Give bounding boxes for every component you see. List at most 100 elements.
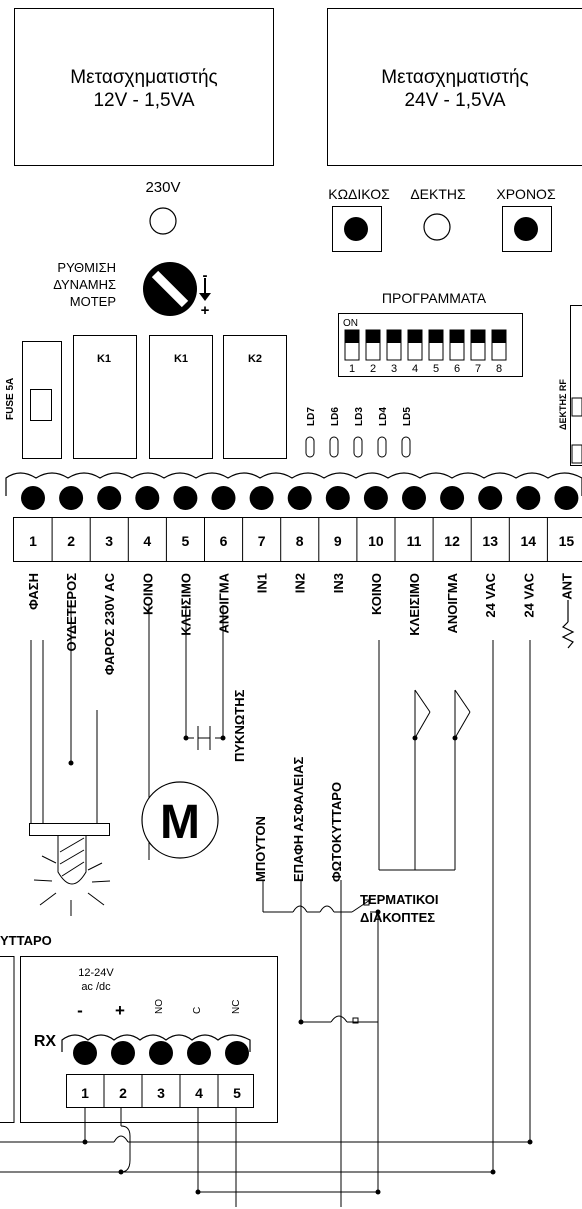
dip-switch-3[interactable]: 3 [386, 329, 402, 375]
terminal-label-13: 24 VAC [483, 572, 498, 617]
rx-terminal-number: 3 [157, 1085, 165, 1101]
terminal-number: 14 [521, 533, 537, 549]
terminal-10[interactable]: 10 [356, 486, 388, 562]
terminal-number: 15 [559, 533, 575, 549]
dip-switch-2[interactable]: 2 [365, 329, 381, 375]
terminal-label-6: ΑΝΟΙΓΜΑ [217, 572, 232, 633]
wiring-rx [0, 1108, 530, 1207]
terminal-15[interactable]: 15 [546, 486, 579, 562]
rx-receiver-block: 12-24V ac /dc - + NO C NC RX [0, 956, 278, 1123]
rf-receiver-module: ΔΕΚΤΗΣ RF [558, 305, 582, 466]
programs-title: ΠΡΟΓΡΑΜΜΑΤΑ [382, 290, 487, 306]
rx-terminal-number: 2 [119, 1085, 127, 1101]
led-label: LD7 [306, 407, 317, 426]
dip-switch-number: 1 [349, 363, 355, 375]
capacitor-label: ΠΥΚΝΩΤΗΣ [232, 689, 247, 762]
rx-terminal-2[interactable]: 2 [103, 1041, 135, 1108]
terminal-label-10: ΚΟΙΝΟ [369, 573, 384, 615]
transformer-24v-title: Μετασχηματιστής [381, 67, 528, 88]
motor-power-line3: ΜΟΤΕΡ [70, 294, 116, 309]
terminal-1[interactable]: 1 [21, 486, 45, 549]
dip-switch-number: 4 [412, 363, 418, 375]
terminal-11[interactable]: 11 [394, 486, 426, 562]
rx-label: RX [34, 1033, 57, 1050]
rx-terminal-3[interactable]: 3 [141, 1041, 173, 1108]
motor-power-minus: - [203, 267, 208, 284]
led-ld7: LD7 [305, 407, 317, 458]
dip-switch-number: 8 [496, 363, 502, 375]
label-time: ΧΡΟΝΟΣ [496, 186, 556, 202]
terminal-label-15: ANT [559, 573, 574, 600]
terminal-number: 2 [67, 533, 75, 549]
terminal-2[interactable]: 2 [51, 486, 84, 562]
safety-contact-label: ΕΠΑΦΗ ΑΣΦΑΛΕΙΑΣ [291, 756, 306, 882]
antenna-icon [561, 600, 575, 649]
terminal-14[interactable]: 14 [508, 486, 541, 562]
receiver-led-icon [423, 213, 451, 241]
dip-switch-number: 2 [370, 363, 376, 375]
wiring-inputs [262, 880, 379, 1207]
terminal-7[interactable]: 7 [242, 486, 274, 562]
rx-terminal-4[interactable]: 4 [179, 1041, 211, 1108]
dip-switch-number: 3 [391, 363, 397, 375]
dip-switch-number: 5 [433, 363, 439, 375]
time-button-icon[interactable] [514, 217, 538, 241]
main-terminal-block [5, 472, 582, 562]
dip-switch-8[interactable]: 8 [491, 329, 507, 375]
dip-switch-6[interactable]: 6 [449, 329, 465, 375]
junction-dot [68, 760, 74, 766]
button-label: ΜΠΟΥΤΟΝ [253, 816, 268, 882]
rx-terminal-5[interactable]: 5 [217, 1041, 249, 1108]
rx-supply-line2: ac /dc [81, 981, 111, 993]
rx-terminal-number: 4 [195, 1085, 203, 1101]
motor-symbol: M [160, 796, 200, 849]
dip-switch-7[interactable]: 7 [470, 329, 486, 375]
limit-switches-line1: ΤΕΡΜΑΤΙΚΟΙ [360, 892, 439, 907]
dip-switch-number: 7 [475, 363, 481, 375]
dip-switch-1[interactable]: 1 [344, 329, 360, 375]
rx-supply-line1: 12-24V [78, 967, 114, 979]
rf-receiver-label: ΔΕΚΤΗΣ RF [558, 379, 568, 430]
photocell-partial-label: ΥΤΤΑΡΟ [0, 933, 52, 948]
dip-switch-4[interactable]: 4 [407, 329, 423, 375]
led-ld6: LD6 [329, 407, 341, 458]
led-label: LD3 [354, 407, 365, 426]
led-ld3: LD3 [353, 407, 365, 458]
terminal-13[interactable]: 13 [470, 486, 503, 562]
fuse-label: FUSE 5A [5, 378, 16, 420]
terminal-6[interactable]: 6 [204, 486, 236, 562]
code-button-icon[interactable] [344, 217, 368, 241]
motor-power-line1: ΡΥΘΜΙΣΗ [57, 260, 116, 275]
terminal-number: 7 [258, 533, 266, 549]
terminal-4[interactable]: 4 [127, 486, 160, 562]
terminal-8[interactable]: 8 [280, 486, 312, 562]
terminal-9[interactable]: 9 [318, 486, 350, 562]
dip-switch-5[interactable]: 5 [428, 329, 444, 375]
terminal-12[interactable]: 12 [432, 486, 465, 562]
terminal-label-3: ΦΑΡΟΣ 230V AC [102, 572, 117, 675]
rx-no-label: NO [154, 999, 165, 1014]
transformer-24v-spec: 24V - 1,5VA [404, 90, 505, 111]
terminal-label-4: ΚΟΙΝΟ [140, 573, 155, 615]
led-label: LD5 [402, 407, 413, 426]
terminal-label-5: ΚΛΕΙΣΙΜΟ [178, 573, 193, 636]
terminal-number: 8 [296, 533, 304, 549]
trimmer-potentiometer-icon[interactable] [143, 262, 197, 316]
led-label: LD6 [330, 407, 341, 426]
led-label: LD4 [378, 407, 389, 426]
terminal-label-14: 24 VAC [521, 572, 536, 617]
wiring-lamp [29, 600, 111, 916]
motor-icon: M [141, 781, 219, 859]
terminal-number: 1 [29, 533, 37, 549]
terminal-label-12: ΑΝΟΙΓΜΑ [445, 572, 460, 633]
terminal-5[interactable]: 5 [165, 486, 198, 562]
terminal-number: 9 [334, 533, 342, 549]
relay-k2: K2 [223, 335, 287, 459]
terminal-number: 11 [407, 533, 422, 549]
rx-terminal-number: 1 [81, 1085, 89, 1101]
terminal-number: 5 [182, 533, 190, 549]
led-230v-icon [149, 207, 177, 235]
terminal-3[interactable]: 3 [89, 486, 122, 562]
terminal-label-2: ΟΥΔΕΤΕΡΟΣ [64, 573, 79, 652]
rx-terminal-1[interactable]: 1 [73, 1041, 97, 1101]
